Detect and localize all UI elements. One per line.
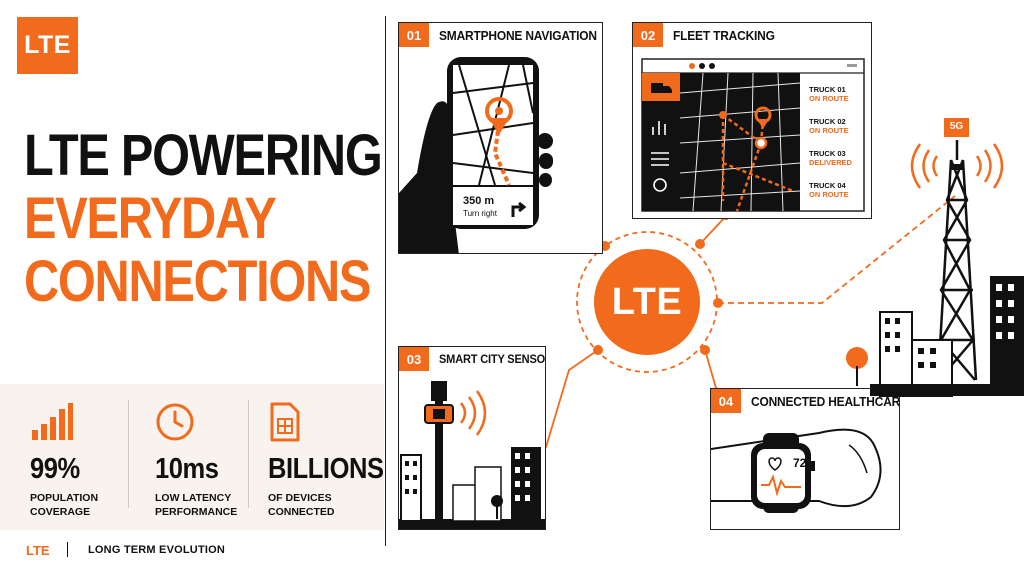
footer-lte: LTE <box>26 543 50 558</box>
signal-bars-icon <box>32 403 73 440</box>
card-title: FLEET TRACKING <box>673 27 775 43</box>
lte-hub: LTE <box>594 249 700 355</box>
truck-list: TRUCK 01 ON ROUTE TRUCK 02 ON ROUTE TRUC… <box>809 85 869 213</box>
card-smartphone-navigation: 01 SMARTPHONE NAVIGATION 350 m Turn righ… <box>398 22 603 254</box>
footer-text: LONG TERM EVOLUTION <box>88 544 226 556</box>
footer-separator <box>67 542 68 557</box>
card-number: 03 <box>399 347 429 371</box>
card-number: 01 <box>399 23 429 47</box>
card-number: 02 <box>633 23 663 47</box>
headline-line-2: EVERYDAY <box>24 186 277 251</box>
lte-logo: LTE <box>17 17 78 74</box>
stat-devices-value: BILLIONS <box>268 453 384 485</box>
stat-divider <box>248 400 249 508</box>
nav-distance: 350 m <box>463 195 495 207</box>
card-title: CONNECTED HEALTHCARE <box>751 393 900 409</box>
phone-illustration <box>399 57 553 253</box>
headline: LTE POWERING EVERYDAY CONNECTIONS <box>24 124 383 314</box>
card-connected-healthcare: 04 CONNECTED HEALTHCARE 72 <box>710 388 900 530</box>
section-divider <box>385 16 386 546</box>
card-fleet-tracking: 02 FLEET TRACKING TRUCK 01 ON ROUTE <box>632 22 872 219</box>
stat-divider <box>128 400 129 508</box>
5g-badge: 5G <box>949 121 964 132</box>
truck-item: TRUCK 02 ON ROUTE <box>809 117 849 135</box>
stat-latency-value: 10ms <box>155 453 219 485</box>
truck-item: TRUCK 04 ON ROUTE <box>809 181 849 199</box>
card-smart-city-sensor: 03 SMART CITY SENSOR <box>398 346 546 530</box>
heart-rate-value: 72 <box>793 456 807 470</box>
nav-instruction: Turn right <box>463 209 497 218</box>
card-number: 04 <box>711 389 741 413</box>
truck-item: TRUCK 03 DELIVERED <box>809 149 852 167</box>
smartwatch-illustration <box>711 428 882 513</box>
card-title: SMARTPHONE NAVIGATION <box>439 27 597 43</box>
clock-icon <box>156 403 194 441</box>
fleet-dashboard-illustration <box>641 58 865 212</box>
stat-coverage-value: 99% <box>30 453 80 485</box>
headline-line-3: CONNECTIONS <box>24 249 371 314</box>
card-title: SMART CITY SENSOR <box>439 352 546 366</box>
sim-card-icon <box>270 402 300 442</box>
truck-item: TRUCK 01 ON ROUTE <box>809 85 849 103</box>
city-sensor-illustration <box>399 381 545 529</box>
